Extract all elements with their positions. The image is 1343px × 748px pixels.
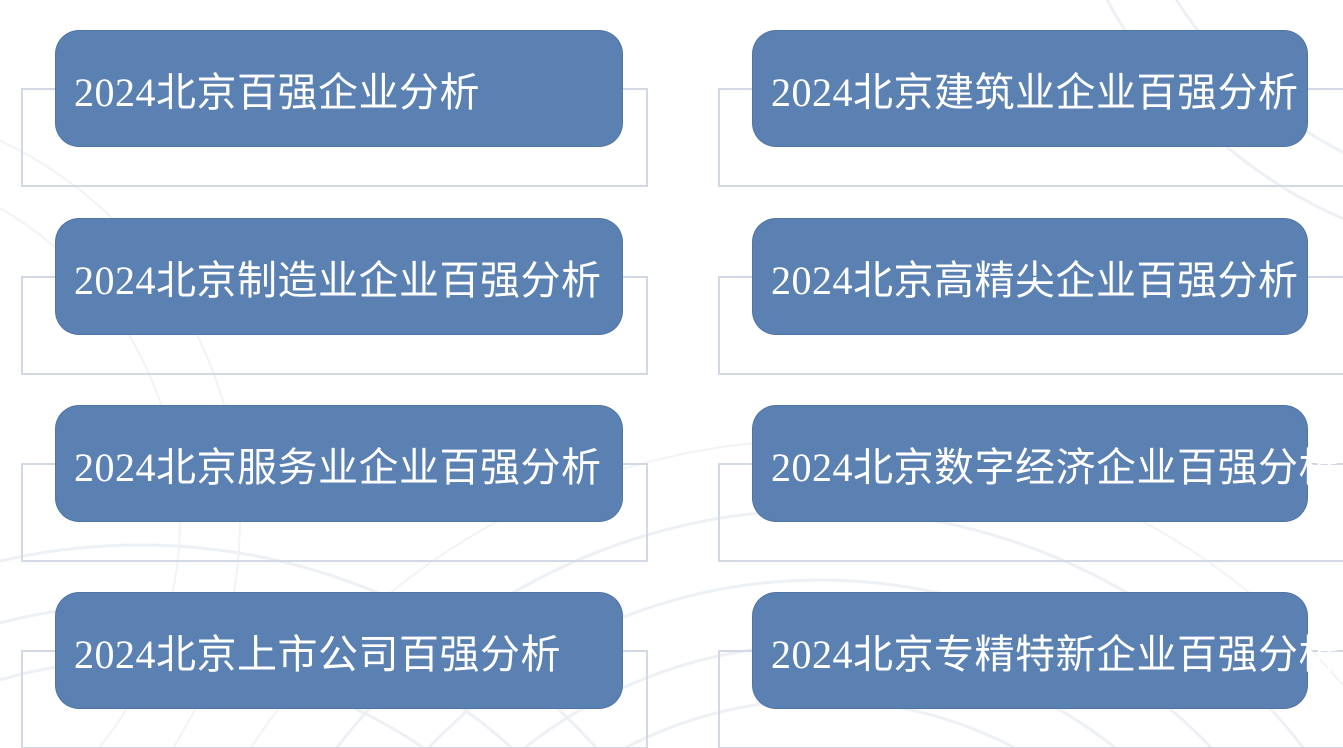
report-button[interactable]: 2024北京上市公司百强分析 <box>55 592 623 709</box>
report-button-label: 2024北京专精特新企业百强分析 <box>771 631 1339 677</box>
report-button-label: 2024北京上市公司百强分析 <box>74 631 561 677</box>
report-button[interactable]: 2024北京专精特新企业百强分析 <box>752 592 1339 709</box>
report-button-label: 2024北京建筑业企业百强分析 <box>771 69 1299 115</box>
report-button-label: 2024北京制造业企业百强分析 <box>74 257 602 303</box>
report-button[interactable]: 2024北京制造业企业百强分析 <box>55 218 623 335</box>
report-button-label: 2024北京高精尖企业百强分析 <box>771 257 1299 303</box>
report-button-label: 2024北京百强企业分析 <box>74 69 480 115</box>
report-button[interactable]: 2024北京服务业企业百强分析 <box>55 405 623 522</box>
report-button-label: 2024北京数字经济企业百强分析 <box>771 444 1339 490</box>
report-button-label: 2024北京服务业企业百强分析 <box>74 444 602 490</box>
report-button[interactable]: 2024北京高精尖企业百强分析 <box>752 218 1308 335</box>
report-button[interactable]: 2024北京建筑业企业百强分析 <box>752 30 1308 147</box>
report-button[interactable]: 2024北京数字经济企业百强分析 <box>752 405 1339 522</box>
report-button[interactable]: 2024北京百强企业分析 <box>55 30 623 147</box>
